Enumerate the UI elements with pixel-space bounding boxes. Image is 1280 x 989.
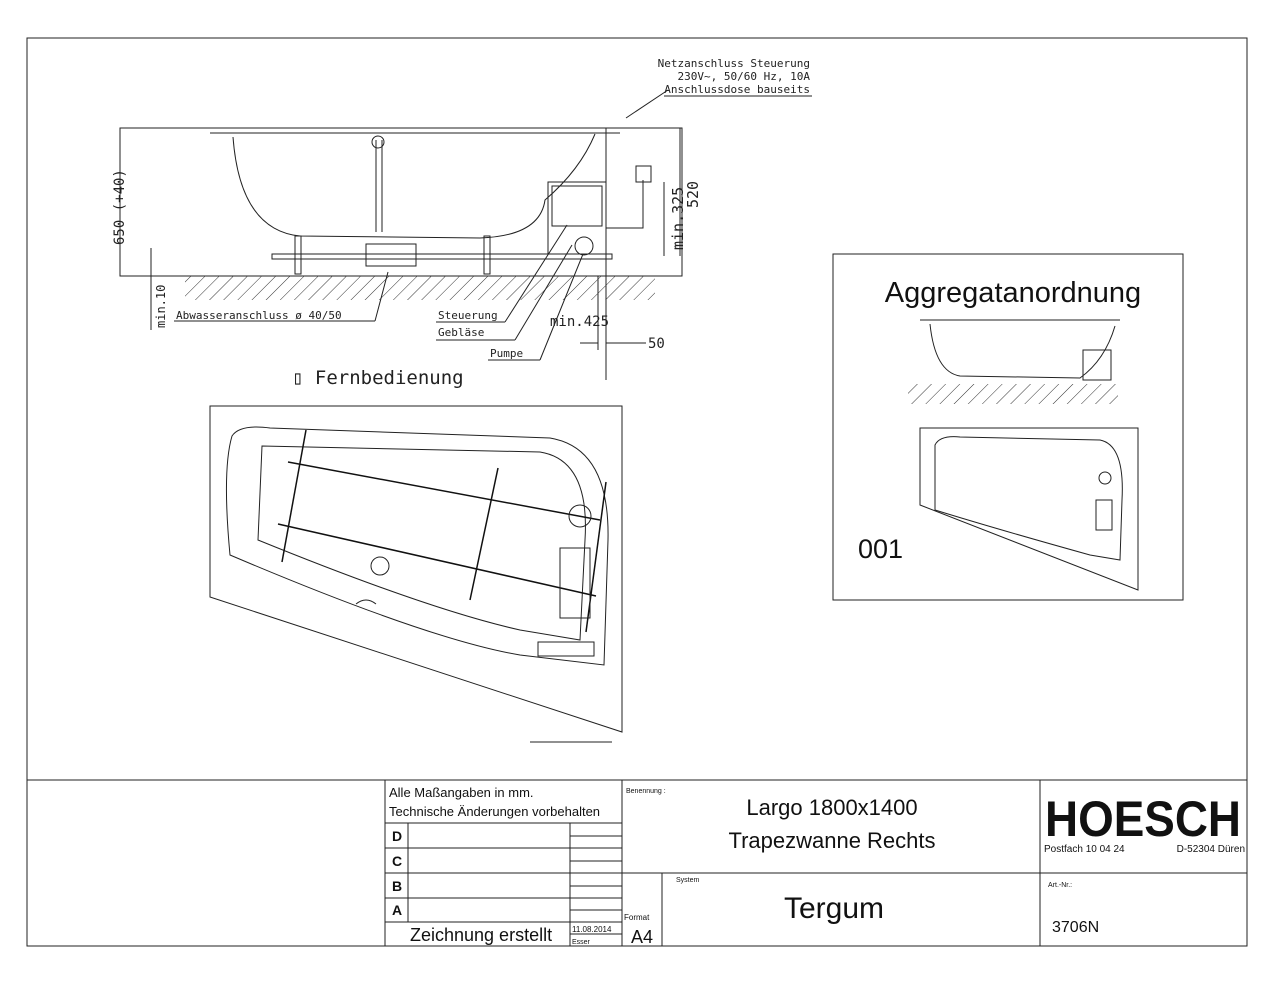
revision-c: C [392, 853, 402, 869]
system-value: Tergum [784, 892, 884, 925]
address-city: D-52304 Düren [1177, 844, 1245, 855]
pump [574, 236, 594, 256]
revision-b: B [392, 878, 402, 894]
notes-line1: Alle Maßangaben in mm. [389, 785, 534, 800]
name-label: Benennung : [626, 788, 666, 795]
brand-logo: HOESCH [1045, 791, 1241, 847]
title-block: Alle Maßangaben in mm. Technische Änderu… [27, 779, 1247, 947]
format-label: Format [624, 913, 650, 922]
created-label: Zeichnung erstellt [410, 925, 552, 945]
dim-min425: min.425 [550, 314, 609, 330]
label-drain: Abwasseranschluss ø 40/50 [176, 309, 342, 322]
dim-520: 520 [684, 181, 702, 208]
created-date: 11.08.2014 [572, 925, 612, 934]
power-note-line3: Anschlussdose bauseits [664, 83, 810, 96]
aggregate-title: Aggregatanordnung [885, 277, 1141, 309]
drain-fitting [365, 243, 417, 267]
notes-line2: Technische Änderungen vorbehalten [389, 804, 600, 819]
name-line1: Largo 1800x1400 [746, 795, 917, 820]
aggregate-box: Aggregatanordnung 001 [832, 253, 1184, 601]
control-unit [547, 181, 607, 255]
dim-50: 50 [648, 336, 665, 352]
revision-d: D [392, 828, 402, 844]
created-by: Esser [572, 939, 591, 946]
revision-a: A [392, 902, 402, 918]
format-value: A4 [631, 927, 653, 947]
label-pump: Pumpe [490, 347, 523, 360]
top-view [209, 405, 623, 743]
floor-hatch [185, 276, 655, 300]
remote-label: ▯ Fernbedienung [292, 367, 464, 389]
article-value: 3706N [1052, 919, 1099, 936]
tub-profile [232, 133, 596, 239]
article-label: Art.-Nr.: [1048, 882, 1072, 889]
dim-min10: min.10 [154, 285, 168, 328]
junction-box [635, 165, 652, 183]
dim-height: 650 (+40) [112, 169, 128, 245]
dim-min325: min.325 [669, 187, 687, 250]
power-note-line2: 230V~, 50/60 Hz, 10A [678, 70, 811, 83]
side-view: Netzanschluss Steuerung 230V~, 50/60 Hz,… [112, 57, 812, 389]
aggregate-code: 001 [858, 534, 903, 564]
label-control: Steuerung [438, 309, 498, 322]
tub-outline [225, 426, 609, 666]
drawing-border [26, 37, 1248, 947]
power-note-line1: Netzanschluss Steuerung [658, 57, 810, 70]
address-postbox: Postfach 10 04 24 [1044, 844, 1125, 855]
name-line2: Trapezwanne Rechts [728, 828, 935, 853]
system-label: System [676, 877, 700, 884]
label-blower: Gebläse [438, 326, 484, 339]
